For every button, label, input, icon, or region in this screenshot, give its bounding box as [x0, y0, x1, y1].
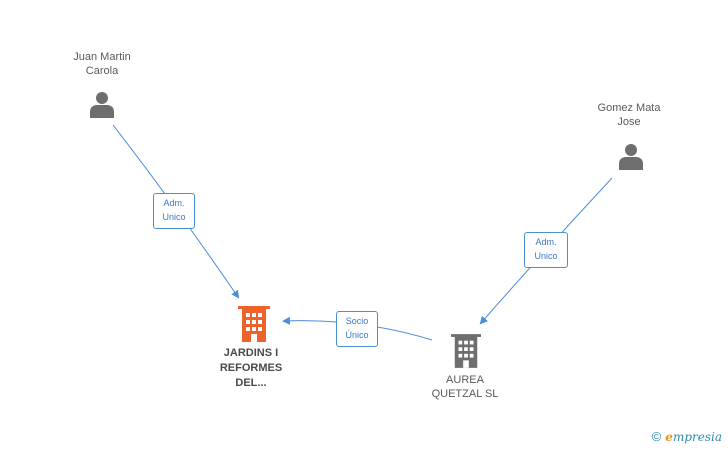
- company-jardins-label[interactable]: JARDINS I REFORMES DEL...: [200, 346, 302, 391]
- company-name-line1: JARDINS I: [223, 347, 279, 359]
- edge-label-adm-unico-2[interactable]: Adm. Unico: [524, 232, 568, 268]
- company-name-line2: QUETZAL SL: [431, 388, 499, 400]
- edge-label-line2: Único: [345, 330, 369, 340]
- company-name-line1: AUREA: [446, 374, 484, 386]
- person-juan-martin-label[interactable]: Juan Martin Carola: [52, 50, 152, 78]
- edge-label-line2: Unico: [534, 251, 558, 261]
- brand-logo-e: e: [665, 430, 673, 444]
- edge-label-line1: Adm.: [535, 237, 557, 247]
- edge-label-line1: Adm.: [163, 198, 185, 208]
- edge-label-adm-unico-1[interactable]: Adm. Unico: [153, 193, 195, 229]
- person-icon[interactable]: [617, 142, 645, 170]
- company-aurea-label[interactable]: AUREA QUETZAL SL: [415, 373, 515, 401]
- person-name-line1: Gomez Mata: [597, 102, 661, 114]
- person-name-line2: Jose: [617, 116, 641, 128]
- brand-logo-text: mpresia: [672, 430, 722, 444]
- person-gomez-mata-label[interactable]: Gomez Mata Jose: [579, 101, 679, 129]
- person-name-line2: Carola: [85, 65, 119, 77]
- copyright-symbol: ©: [651, 429, 662, 444]
- edge-label-line1: Socio: [345, 316, 369, 326]
- person-name-line1: Juan Martin: [73, 51, 131, 63]
- edge-label-line2: Unico: [162, 212, 186, 222]
- person-icon[interactable]: [88, 90, 116, 118]
- building-icon-main[interactable]: [238, 306, 270, 342]
- edge-label-socio-unico[interactable]: Socio Único: [336, 311, 378, 347]
- company-name-line2: REFORMES: [219, 362, 283, 374]
- empresia-brand: ©empresia: [652, 429, 722, 444]
- company-name-line3: DEL...: [235, 377, 267, 389]
- building-icon-aurea[interactable]: [451, 333, 481, 369]
